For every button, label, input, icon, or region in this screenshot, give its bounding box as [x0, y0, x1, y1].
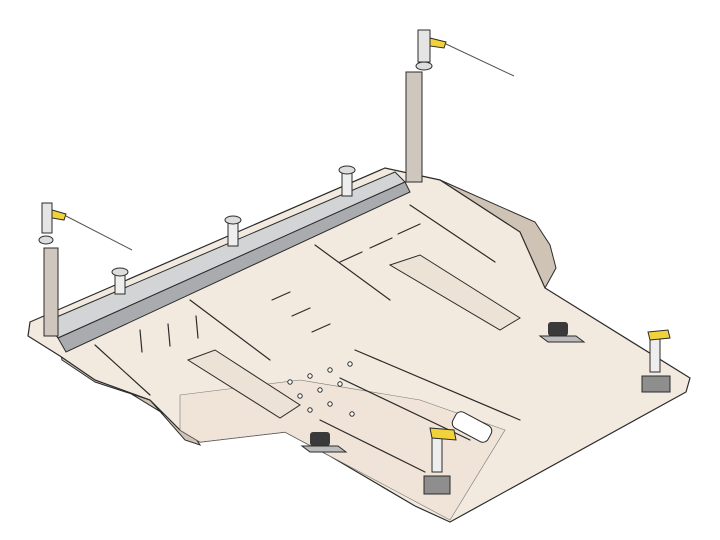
bolt-1: [111, 267, 129, 295]
tab-icon: [647, 329, 671, 341]
rubber-mount: [538, 322, 586, 343]
tab-icon: [51, 209, 67, 221]
bolt-2: [224, 215, 242, 247]
front-clip-right: [641, 329, 671, 393]
slots: [94, 204, 521, 473]
tab-icon: [429, 427, 457, 441]
left-bracket: [38, 202, 133, 337]
angle-bar-flange: [57, 181, 411, 353]
tab-icon: [429, 37, 447, 49]
holes: [287, 361, 355, 417]
drain-opening: [451, 411, 493, 443]
right-bracket: [405, 29, 515, 183]
cover-plate: [186, 349, 301, 419]
bolt-3: [338, 165, 356, 197]
rubber-mount: [300, 432, 348, 453]
front-clip-center: [423, 427, 457, 495]
cover-plate: [388, 254, 521, 331]
